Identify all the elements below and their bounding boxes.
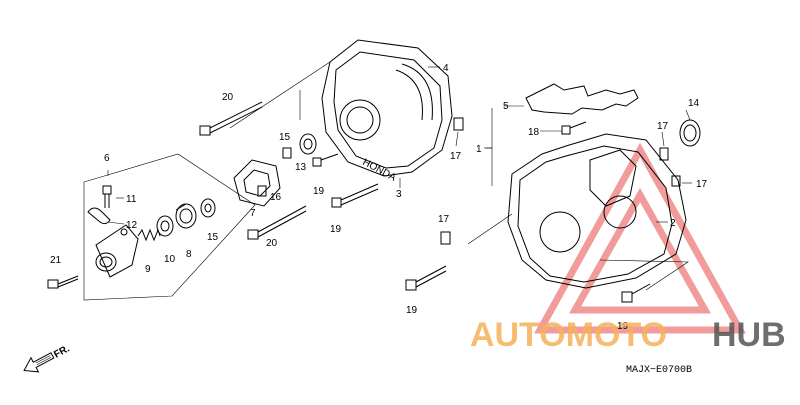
callout-17-d: 17	[438, 214, 450, 225]
gasket-5-icon	[525, 83, 639, 115]
direction-label: FR.	[52, 343, 72, 360]
callout-4: 4	[443, 63, 449, 74]
callout-3: 3	[396, 189, 402, 200]
watermark-triangle	[534, 142, 746, 334]
bolt-11-icon	[102, 185, 112, 208]
callout-17-a: 17	[657, 121, 669, 132]
callout-19-d: 19	[617, 321, 629, 332]
watermark-word-b: HUB	[712, 316, 786, 354]
callout-2: 2	[670, 218, 676, 229]
callout-20-b: 20	[266, 238, 278, 249]
callout-7: 7	[250, 208, 256, 219]
dowel-16-lower-icon	[257, 185, 267, 197]
leader-lines	[107, 66, 692, 225]
callout-1: 1	[476, 144, 482, 155]
callout-8: 8	[186, 249, 192, 260]
callout-numbers: 4 5 1 2 3 14 18 17 17 17 17 20 20 15 16 …	[50, 63, 708, 332]
seal-14-icon	[679, 119, 701, 147]
dowel-17-a-icon	[453, 117, 464, 131]
callout-15: 15	[207, 232, 219, 243]
callout-16-a: 15	[279, 132, 291, 143]
callout-19-a: 19	[313, 186, 325, 197]
oring-13-icon	[299, 133, 317, 155]
bolt-18-icon	[561, 121, 587, 135]
bearing-10-icon	[156, 215, 174, 237]
dowel-17-b-icon	[659, 147, 669, 161]
drawing-code: MAJX−E0700B	[626, 365, 692, 376]
bolt-19-mid-icon	[331, 183, 379, 208]
callout-10: 10	[164, 254, 176, 265]
callout-11: 11	[126, 194, 137, 205]
callout-21: 21	[50, 255, 62, 266]
bolt-20-upper-icon	[199, 101, 263, 136]
callout-19-b: 19	[330, 224, 342, 235]
bearing-8-icon	[175, 203, 197, 229]
case-stamp: HONDA	[361, 157, 398, 184]
bolt-20-lower-icon	[247, 205, 307, 240]
callout-9: 9	[145, 264, 151, 275]
joint-assembly-group	[47, 153, 256, 301]
clutch-cover-group: HONDA	[199, 39, 464, 240]
callout-18: 18	[528, 127, 540, 138]
callout-17-b: 17	[696, 179, 708, 190]
spring-9-icon	[137, 228, 161, 242]
joint-housing-icon	[95, 224, 139, 278]
callout-13: 13	[295, 162, 307, 173]
bolt-21-icon	[47, 275, 79, 289]
callout-12: 12	[126, 220, 138, 231]
callout-16-b: 16	[270, 192, 282, 203]
callout-17-c: 17	[450, 151, 462, 162]
gasket-7-icon	[233, 159, 281, 207]
dowel-17-c-icon	[671, 175, 681, 187]
callout-6: 6	[104, 153, 110, 164]
clip-12-icon	[87, 207, 111, 225]
bolt-19-upper-icon	[312, 153, 339, 167]
bolt-19-lower-left-icon	[405, 265, 447, 291]
callout-19-c: 19	[406, 305, 418, 316]
clutch-cover-4-icon	[321, 39, 453, 177]
rear-case-group	[405, 83, 701, 303]
callout-14: 14	[688, 98, 700, 109]
front-direction-arrow-icon: FR.	[23, 343, 72, 373]
callout-5: 5	[503, 101, 509, 112]
dowel-17-d-icon	[440, 231, 451, 245]
rear-case-1-icon	[507, 133, 687, 289]
watermark-logo: AUTOMOTO HUB	[470, 316, 786, 354]
bolt-19-lower-right-icon	[621, 283, 651, 303]
ring-15-icon	[200, 198, 216, 218]
callout-20-a: 20	[222, 92, 234, 103]
dowel-16-upper-icon	[282, 147, 292, 159]
watermark-word-a: AUTOMOTO	[470, 316, 667, 354]
